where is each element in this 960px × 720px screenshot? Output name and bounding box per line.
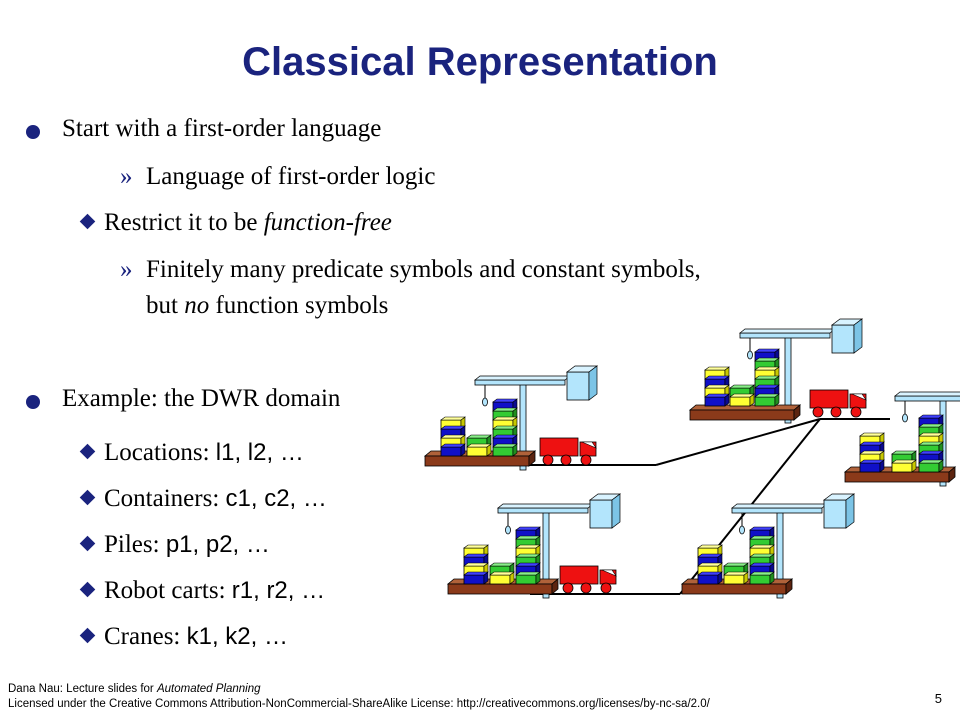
locations-label: Locations:	[104, 439, 216, 466]
function-free-emphasis: function-free	[263, 209, 392, 236]
robots-value: r1, r2, …	[231, 577, 326, 604]
bullet-dot-icon	[26, 395, 40, 409]
piles-label: Piles:	[104, 531, 166, 558]
sub-marker-icon: »	[120, 163, 133, 190]
location-bottom-left	[447, 493, 621, 599]
containers-label: Containers:	[104, 485, 226, 512]
page-number: 5	[934, 691, 942, 706]
footer-credit: Dana Nau: Lecture slides for Automated P…	[8, 683, 261, 695]
footer-license: Licensed under the Creative Commons Attr…	[8, 698, 710, 710]
footer-credit-text: Dana Nau: Lecture slides for	[8, 683, 157, 695]
cranes-label: Cranes:	[104, 623, 187, 650]
sub-marker-icon: »	[120, 256, 133, 283]
cranes-value: k1, k2, …	[186, 623, 288, 650]
piles-value: p1, p2, …	[165, 531, 270, 558]
bullet-first-order-language: Start with a first-order language	[62, 115, 382, 142]
diamond-bullet-icon	[79, 489, 96, 506]
diamond-bullet-icon	[79, 213, 96, 230]
bullet-dot-icon	[26, 125, 40, 139]
item-locations: Locations: l1, l2, …	[104, 439, 304, 467]
footer-book-title: Automated Planning	[156, 683, 261, 695]
containers-value: c1, c2, …	[225, 485, 327, 512]
item-robot-carts: Robot carts: r1, r2, …	[104, 577, 325, 605]
no-fn-text-b: function symbols	[209, 292, 389, 319]
sub-bullet-finitely-many-line2: but no function symbols	[146, 292, 388, 320]
diamond-bullet-icon	[79, 443, 96, 460]
location-left	[424, 365, 598, 471]
item-cranes: Cranes: k1, k2, …	[104, 623, 288, 651]
bullet-dwr-domain: Example: the DWR domain	[62, 385, 341, 412]
item-containers: Containers: c1, c2, …	[104, 485, 327, 513]
no-emphasis: no	[184, 292, 210, 319]
sub-bullet-function-free: Restrict it to be function-free	[104, 209, 392, 237]
robots-label: Robot carts:	[104, 577, 232, 604]
dwr-domain-illustration	[424, 318, 960, 599]
diamond-bullet-icon	[79, 581, 96, 598]
location-top	[689, 318, 867, 424]
item-piles: Piles: p1, p2, …	[104, 531, 270, 559]
locations-value: l1, l2, …	[215, 439, 304, 466]
no-fn-text-a: but	[146, 292, 185, 319]
sub-bullet-finitely-many-line1: Finitely many predicate symbols and cons…	[146, 256, 701, 283]
diamond-bullet-icon	[79, 535, 96, 552]
sub-bullet-language-fol: Language of first-order logic	[146, 163, 436, 190]
slide-title: Classical Representation	[242, 40, 718, 84]
road-segment	[655, 418, 821, 466]
diamond-bullet-icon	[79, 627, 96, 644]
function-free-text: Restrict it to be	[104, 209, 264, 236]
location-bottom-right	[681, 493, 855, 599]
